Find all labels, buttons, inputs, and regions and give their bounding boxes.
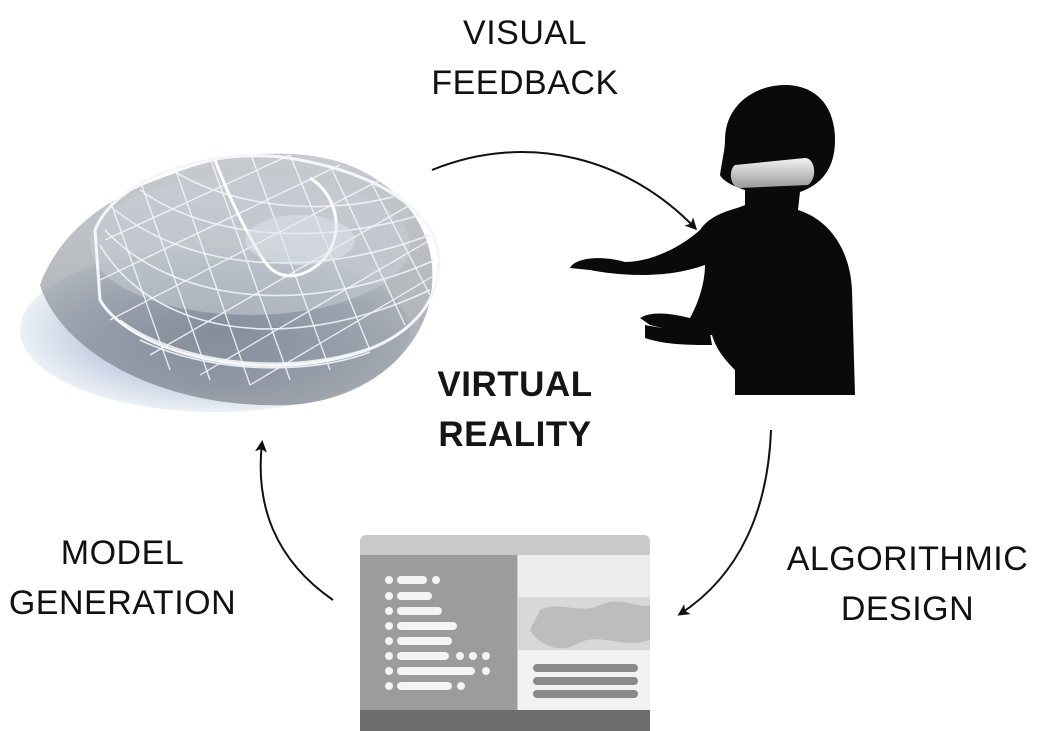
label-algorithmic-design-line2: DESIGN (840, 590, 975, 628)
label-model-generation-line1: MODEL (60, 534, 185, 572)
vr-user-silhouette-icon (570, 85, 855, 395)
label-visual-feedback: VISUAL FEEDBACK (410, 8, 640, 108)
arrow-model-generation (255, 440, 334, 601)
label-model-generation-line2: GENERATION (8, 584, 237, 622)
label-virtual-reality-line1: VIRTUAL (437, 365, 593, 404)
label-virtual-reality-line2: REALITY (438, 415, 592, 454)
arrow-algorithmic-design (677, 429, 772, 616)
label-algorithmic-design: ALGORITHMIC DESIGN (775, 534, 1040, 634)
structure-model-image (20, 151, 441, 412)
label-visual-feedback-line1: VISUAL (463, 14, 587, 52)
code-editor-screen-icon (360, 535, 650, 731)
label-virtual-reality: VIRTUAL REALITY (420, 360, 610, 460)
label-model-generation: MODEL GENERATION (0, 528, 245, 628)
arrow-visual-feedback (431, 151, 698, 231)
label-visual-feedback-line2: FEEDBACK (431, 64, 619, 102)
label-algorithmic-design-line1: ALGORITHMIC (786, 540, 1029, 578)
